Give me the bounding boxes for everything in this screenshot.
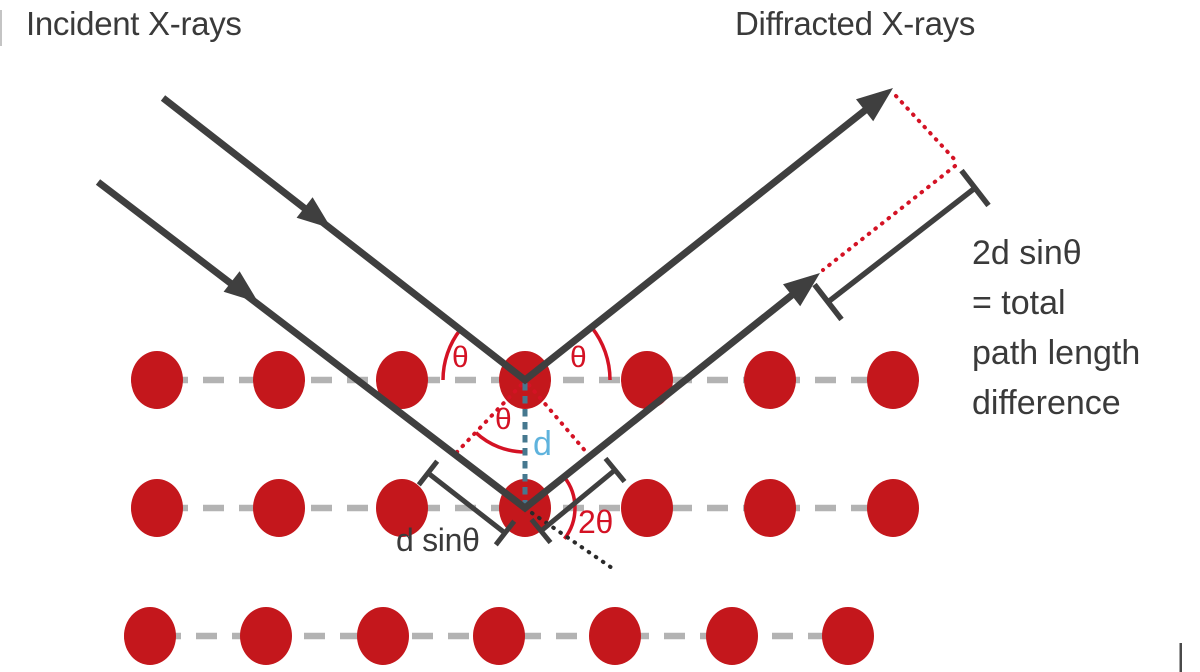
xray-beams xyxy=(95,95,871,513)
atom xyxy=(240,607,292,665)
path-difference-note: 2d sinθ = total path length difference xyxy=(972,228,1140,428)
right-edge-artifact xyxy=(1179,643,1182,672)
measurement-brackets xyxy=(416,168,991,547)
two-d-sin-theta-bracket xyxy=(826,185,977,305)
left-edge-artifact xyxy=(0,10,2,46)
beam-lower xyxy=(95,179,800,513)
bracket-cap xyxy=(416,459,440,487)
theta-label-inner: θ xyxy=(495,403,512,436)
bracket-cap xyxy=(603,456,627,484)
diffracted-xrays-label: Diffracted X-rays xyxy=(735,5,976,42)
transmitted-beam-dotted xyxy=(530,511,614,570)
bracket-cap xyxy=(812,282,844,322)
atom xyxy=(253,351,305,409)
atom xyxy=(357,607,409,665)
atom xyxy=(376,351,428,409)
arrow-incident-lower xyxy=(223,271,259,303)
atom xyxy=(621,351,673,409)
bracket-cap xyxy=(959,168,991,208)
angle-arcs xyxy=(441,326,612,540)
incident-xrays-label: Incident X-rays xyxy=(26,5,242,42)
atom xyxy=(822,607,874,665)
theta-label-diffracted: θ xyxy=(570,341,587,374)
beam-upper xyxy=(160,95,871,385)
path-difference-dotted xyxy=(821,164,957,272)
two-theta-label: 2θ xyxy=(578,504,613,540)
arrow-diffracted-lower xyxy=(783,273,820,307)
d-sin-theta-bracket-right xyxy=(539,468,617,533)
atom xyxy=(124,607,176,665)
atom xyxy=(376,479,428,537)
d-sin-theta-label: d sinθ xyxy=(396,522,480,558)
d-sin-theta-bracket-left xyxy=(426,471,507,535)
arrow-diffracted-upper xyxy=(856,88,893,122)
bracket-cap xyxy=(493,519,517,547)
atom xyxy=(621,479,673,537)
note-line-4: difference xyxy=(972,384,1121,422)
perpendicular-dotted-right xyxy=(527,383,589,455)
atom xyxy=(744,351,796,409)
note-line-2: = total xyxy=(972,284,1066,322)
atom xyxy=(473,607,525,665)
atom xyxy=(589,607,641,665)
atom xyxy=(867,479,919,537)
red-dotted-construction xyxy=(455,94,958,455)
atom xyxy=(253,479,305,537)
theta-arc-inner xyxy=(474,431,526,454)
note-line-3: path length xyxy=(972,334,1141,372)
two-theta-arc xyxy=(562,475,577,540)
lattice-atoms xyxy=(124,351,919,665)
theta-arc-incident xyxy=(441,328,462,381)
atom xyxy=(131,351,183,409)
arrowheads xyxy=(223,88,893,307)
d-spacing-label: d xyxy=(533,425,552,463)
wavefront-dotted xyxy=(894,94,958,163)
theta-arc-diffracted xyxy=(590,326,612,381)
perpendicular-dotted-left xyxy=(455,383,523,454)
theta-label-incident: θ xyxy=(452,341,469,374)
atom xyxy=(131,479,183,537)
note-line-1: 2d sinθ xyxy=(972,234,1082,272)
atom xyxy=(867,351,919,409)
atom xyxy=(706,607,758,665)
atom xyxy=(744,479,796,537)
arrow-incident-upper xyxy=(296,197,332,229)
bracket-cap xyxy=(529,517,553,545)
